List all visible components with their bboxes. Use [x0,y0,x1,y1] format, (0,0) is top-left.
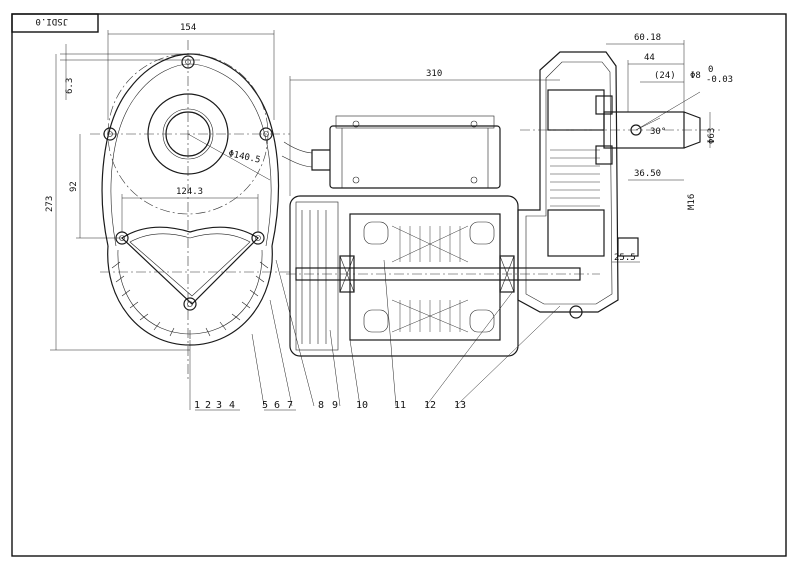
dim-m16: M16 [687,194,697,210]
dim-dia-140-5: Φ140.5 [227,149,261,166]
dim-60-18: 60.18 [634,33,661,43]
stator-windings [363,221,495,333]
part-label-11: 11 [394,400,406,411]
title-block: JSDI.0 [11,13,99,33]
part-label-4: 4 [229,400,235,411]
part-callouts: 1 2 3 4 5 6 7 8 9 10 11 12 13 [189,259,561,411]
dim-154: 154 [180,23,196,33]
dim-6-3: 6.3 [65,78,75,94]
dim-30-deg: 30° [650,127,666,137]
dim-92: 92 [69,181,79,192]
part-label-8: 8 [318,400,324,411]
dim-36-50: 36.50 [634,169,661,179]
section-view-dimensions: 310 60.18 44 (24) Φ8 0 -0.03 30° Φ63 36.… [289,33,733,263]
dim-44: 44 [644,53,655,63]
dim-124-3: 124.3 [176,187,203,197]
end-view-dimensions: 154 6.3 273 92 124.3 Φ140.5 [45,23,275,351]
part-label-10: 10 [356,400,368,411]
section-view [281,51,720,357]
part-label-6: 6 [274,400,280,411]
title-block-code: JSDI.0 [35,16,68,26]
part-label-2: 2 [205,400,211,411]
dim-dia-63: Φ63 [707,128,717,144]
dim-dia-8-tol-upper: 0 [708,65,713,75]
dim-310: 310 [426,69,442,79]
dim-25-5: 25.5 [614,253,636,263]
dim-273: 273 [45,196,55,212]
part-label-3: 3 [216,400,222,411]
sheet-border [11,13,787,557]
dim-dia-8: Φ8 [690,71,701,81]
part-label-5: 5 [262,400,268,411]
dim-24: (24) [654,71,676,81]
part-label-7: 7 [287,400,293,411]
dim-dia-8-tol-lower: -0.03 [706,75,733,85]
part-label-1: 1 [194,400,200,411]
part-label-13: 13 [454,400,466,411]
part-label-12: 12 [424,400,436,411]
end-view [90,40,290,380]
part-label-9: 9 [332,400,338,411]
